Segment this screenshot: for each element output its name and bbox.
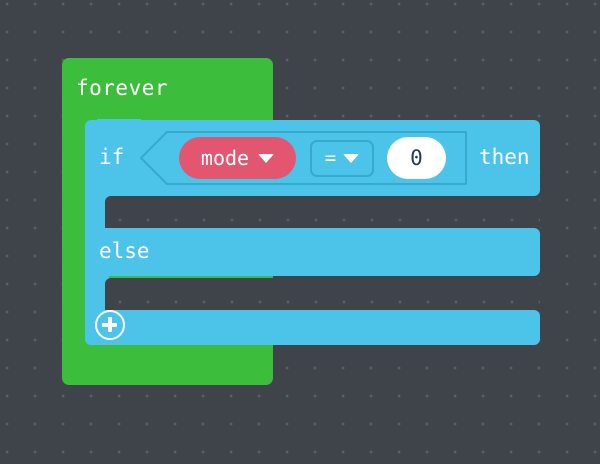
if-else-block[interactable]: if mode = 0 then xyxy=(85,119,540,345)
number-input-field[interactable]: 0 xyxy=(387,137,446,179)
else-bar[interactable]: else xyxy=(85,228,540,276)
caret-down-icon xyxy=(258,153,275,163)
forever-block-label: forever xyxy=(76,76,169,100)
if-keyword-label: if xyxy=(99,145,125,169)
condition-hexagon-slot[interactable] xyxy=(140,131,467,185)
block-top-notch xyxy=(97,119,141,128)
if-header-bar[interactable]: if mode = 0 then xyxy=(85,119,540,196)
number-input-value: 0 xyxy=(410,145,423,170)
else-keyword-label: else xyxy=(99,239,150,263)
variable-mode-dropdown[interactable]: mode xyxy=(179,137,296,179)
plus-circle-icon[interactable] xyxy=(95,310,125,340)
then-keyword-label: then xyxy=(479,145,530,169)
if-else-bottom-bar[interactable] xyxy=(85,310,540,345)
variable-mode-label: mode xyxy=(200,146,250,170)
plus-vertical-stroke xyxy=(107,317,112,332)
caret-down-icon xyxy=(343,154,360,163)
operator-label: = xyxy=(324,147,337,169)
operator-select[interactable]: = xyxy=(310,140,374,177)
